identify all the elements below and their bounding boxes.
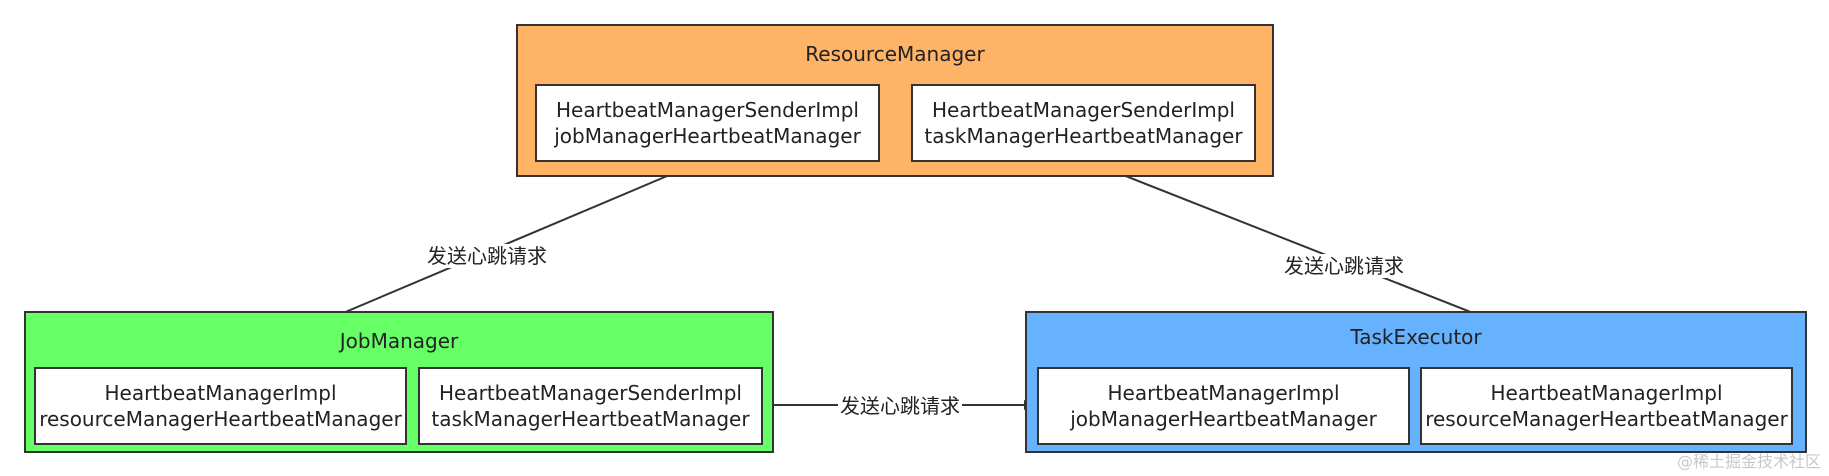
watermark: @稀土掘金技术社区 [1676, 452, 1821, 471]
job-manager-group: JobManager HeartbeatManagerImpl resource… [24, 311, 774, 453]
resource-manager-title: ResourceManager [805, 42, 985, 66]
box-line-field: resourceManagerHeartbeatManager [39, 407, 402, 431]
te-job-manager-heartbeat-box: HeartbeatManagerImpl jobManagerHeartbeat… [1037, 367, 1410, 445]
job-manager-title: JobManager [339, 329, 459, 353]
rm-job-manager-heartbeat-box: HeartbeatManagerSenderImpl jobManagerHea… [535, 84, 880, 162]
box-line-field: taskManagerHeartbeatManager [924, 124, 1243, 148]
box-line-field: taskManagerHeartbeatManager [431, 407, 750, 431]
jm-resource-manager-heartbeat-box: HeartbeatManagerImpl resourceManagerHear… [34, 367, 407, 445]
rm-task-manager-heartbeat-box: HeartbeatManagerSenderImpl taskManagerHe… [911, 84, 1256, 162]
te-resource-manager-heartbeat-box: HeartbeatManagerImpl resourceManagerHear… [1420, 367, 1793, 445]
box-line-class: HeartbeatManagerImpl [1490, 381, 1723, 405]
edge-label-rm-to-jm: 发送心跳请求 [425, 244, 549, 268]
box-line-field: jobManagerHeartbeatManager [554, 124, 861, 148]
box-line-field: resourceManagerHeartbeatManager [1425, 407, 1788, 431]
resource-manager-group: ResourceManager HeartbeatManagerSenderIm… [516, 24, 1274, 177]
box-line-class: HeartbeatManagerSenderImpl [932, 98, 1235, 122]
task-executor-title: TaskExecutor [1350, 325, 1482, 349]
jm-task-manager-heartbeat-box: HeartbeatManagerSenderImpl taskManagerHe… [418, 367, 763, 445]
edge-label-rm-to-te: 发送心跳请求 [1282, 254, 1406, 278]
box-line-field: jobManagerHeartbeatManager [1070, 407, 1377, 431]
box-line-class: HeartbeatManagerImpl [1107, 381, 1340, 405]
box-line-class: HeartbeatManagerSenderImpl [439, 381, 742, 405]
box-line-class: HeartbeatManagerSenderImpl [556, 98, 859, 122]
box-line-class: HeartbeatManagerImpl [104, 381, 337, 405]
task-executor-group: TaskExecutor HeartbeatManagerImpl jobMan… [1025, 311, 1807, 453]
edge-label-jm-to-te: 发送心跳请求 [838, 394, 962, 418]
